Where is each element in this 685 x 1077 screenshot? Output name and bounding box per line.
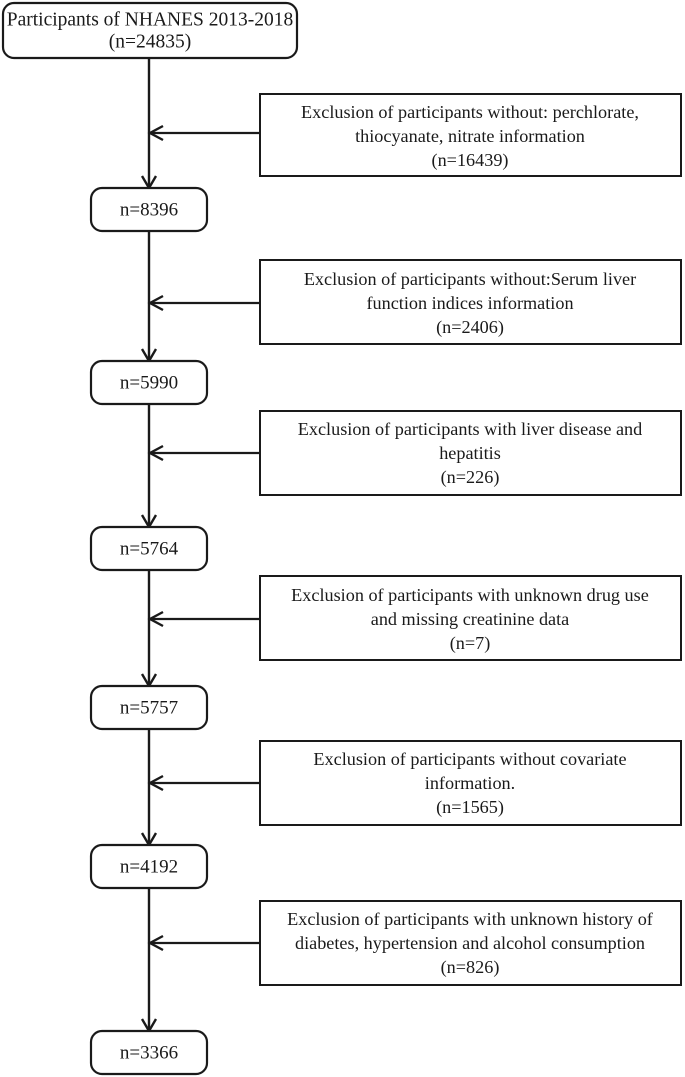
node-title-line1: Participants of NHANES 2013-2018 [7,9,294,30]
exclusion-box-3-line2: hepatitis [439,443,501,463]
node-n3366-box [89,1029,209,1076]
exclusion-box-2-rect [259,259,682,345]
exclusion-box-4-line3: (n=7) [450,633,491,654]
exclusion-box-6-rect [259,900,682,986]
exclusion-box-1-line2: thiocyanate, nitrate information [355,126,585,146]
exclusion-box-covariate-information: Exclusion of participants without covari… [259,740,682,826]
node-n5757: n=5757 [89,684,209,731]
node-n5990-label: n=5990 [120,372,178,393]
node-n5990: n=5990 [89,359,209,406]
exclusion-box-2-line1: Exclusion of participants without:Serum … [304,269,636,289]
exclusion-box-5-rect [259,740,682,826]
node-n5757-box [89,684,209,731]
exclusion-box-1-line3: (n=16439) [432,150,509,171]
exclusion-box-4-rect [259,575,682,661]
exclusion-box-3-line3: (n=226) [441,467,500,488]
exclusion-box-5-line3: (n=1565) [436,797,504,818]
node-n5757-label: n=5757 [120,697,178,718]
exclusion-box-4-line1: Exclusion of participants with unknown d… [291,585,649,605]
node-n3366: n=3366 [89,1029,209,1076]
exclusion-box-3-rect [259,410,682,496]
exclusion-box-3-line1: Exclusion of participants with liver dis… [298,419,642,439]
node-n4192-box [89,843,209,890]
left-arrowhead-6 [147,934,164,952]
exclusion-box-2-line2: function indices information [366,293,573,313]
exclusion-box-5-line1: Exclusion of participants without covari… [313,749,626,769]
left-arrowhead-4 [147,610,164,628]
left-arrowhead-1 [147,124,164,142]
node-n5990-box [89,359,209,406]
exclusion-box-4-line2: and missing creatinine data [371,609,569,629]
left-arrowhead-5 [147,774,164,792]
exclusion-box-serum-liver-function: Exclusion of participants without:Serum … [259,259,682,345]
node-title-participants: Participants of NHANES 2013-2018 (n=2483… [1,1,299,60]
exclusion-box-drug-use-creatinine: Exclusion of participants with unknown d… [259,575,682,661]
node-n8396-label: n=8396 [120,199,178,220]
exclusion-box-perchlorate-thiocyanate-nitrate: Exclusion of participants without: perch… [259,93,682,177]
node-n5764-box [89,525,209,572]
exclusion-box-1-rect [259,93,682,177]
node-n3366-label: n=3366 [120,1042,178,1063]
node-n8396: n=8396 [89,186,209,233]
left-arrowhead-3 [147,444,164,462]
node-title-line2: (n=24835) [109,31,192,52]
exclusion-box-1-line1: Exclusion of participants without: perch… [301,102,639,122]
node-n5764-label: n=5764 [120,538,179,559]
node-n5764: n=5764 [89,525,209,572]
node-n4192: n=4192 [89,843,209,890]
node-n8396-box [89,186,209,233]
node-n4192-label: n=4192 [120,856,178,877]
left-arrowhead-2 [147,294,164,312]
exclusion-box-diabetes-hypertension-alcohol: Exclusion of participants with unknown h… [259,900,682,986]
exclusion-box-6-line1: Exclusion of participants with unknown h… [287,909,654,929]
node-title-box [1,1,299,60]
exclusion-box-6-line3: (n=826) [441,957,500,978]
exclusion-box-liver-disease-hepatitis: Exclusion of participants with liver dis… [259,410,682,496]
exclusion-box-6-line2: diabetes, hypertension and alcohol consu… [295,933,645,953]
exclusion-box-2-line3: (n=2406) [436,317,504,338]
exclusion-box-5-line2: information. [425,773,515,793]
